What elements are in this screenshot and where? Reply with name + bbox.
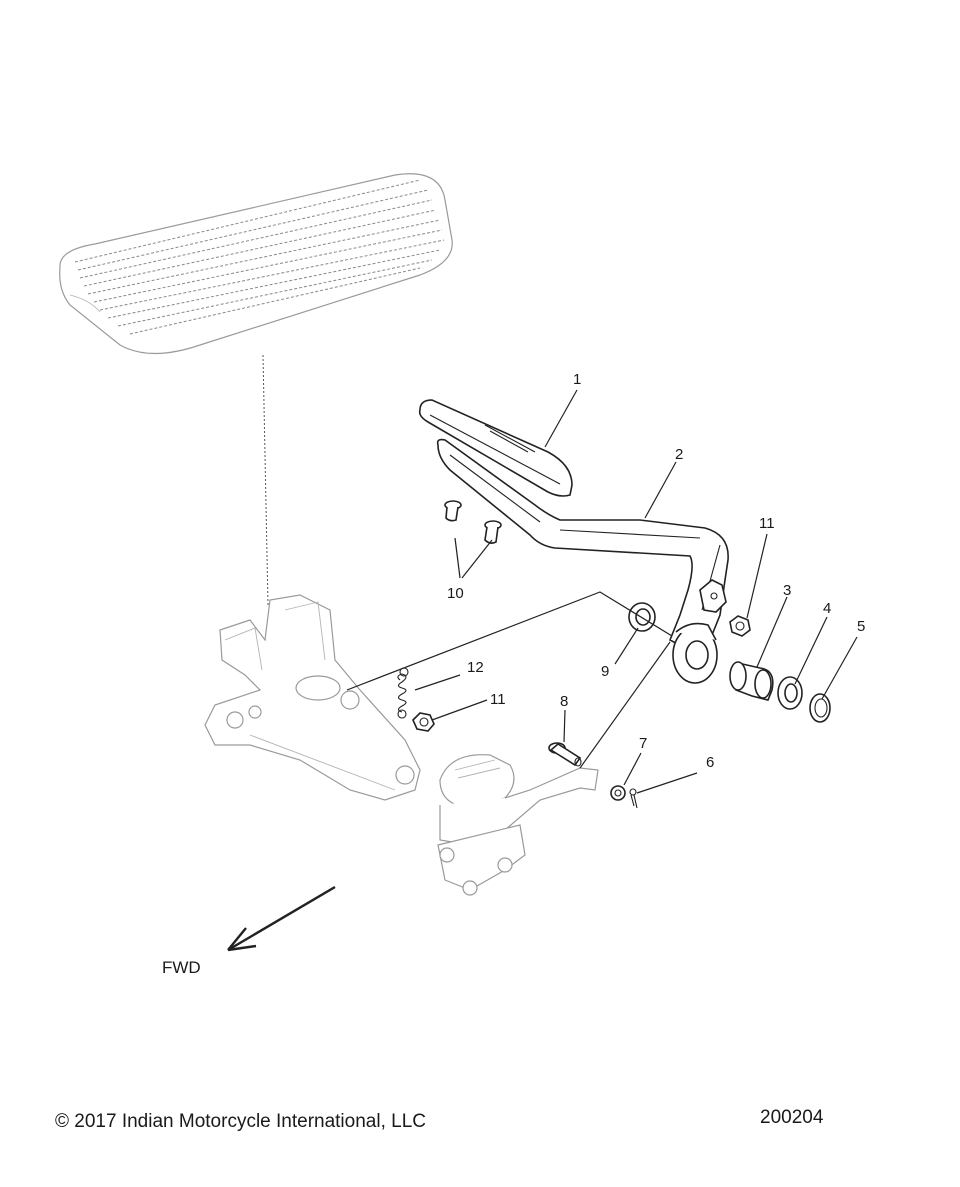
callout-6: 6: [706, 754, 714, 771]
callout-4: 4: [823, 600, 831, 617]
callout-11-lower: 11: [490, 691, 506, 708]
part-10-screws: [444, 500, 502, 544]
copyright-text: © 2017 Indian Motorcycle International, …: [55, 1111, 426, 1132]
callout-3: 3: [783, 582, 791, 599]
callout-5: 5: [857, 618, 865, 635]
callout-12: 12: [467, 659, 484, 676]
part-2-brake-pedal: [436, 438, 729, 684]
part-5-retaining-ring: [809, 693, 831, 723]
forward-arrow: [227, 885, 336, 952]
callout-7: 7: [639, 735, 647, 752]
callout-10: 10: [447, 585, 464, 602]
callout-11-upper: 11: [759, 515, 775, 532]
part-4-washer: [777, 676, 803, 710]
callout-9: 9: [601, 663, 609, 680]
part-12-spring: [397, 667, 409, 719]
callout-2: 2: [675, 446, 683, 463]
floorboard: [59, 173, 453, 355]
part-6-cotter-pin: [629, 788, 638, 809]
fwd-label: FWD: [162, 958, 201, 977]
part-3-bushing: [729, 661, 774, 701]
leader-lines: [346, 389, 858, 794]
part-11-bolt-lower: [412, 712, 435, 732]
part-7-washer: [610, 785, 626, 801]
part-11-bolt-upper: [729, 615, 751, 637]
master-cylinder: [437, 754, 599, 896]
diagram-number: 200204: [760, 1107, 824, 1128]
alignment-line: [262, 354, 269, 606]
callout-8: 8: [560, 693, 568, 710]
part-8-clevis-pin: [548, 742, 582, 767]
callout-1: 1: [573, 371, 581, 388]
mounting-bracket: [204, 594, 421, 801]
part-1-pedal-pad: [418, 399, 573, 497]
